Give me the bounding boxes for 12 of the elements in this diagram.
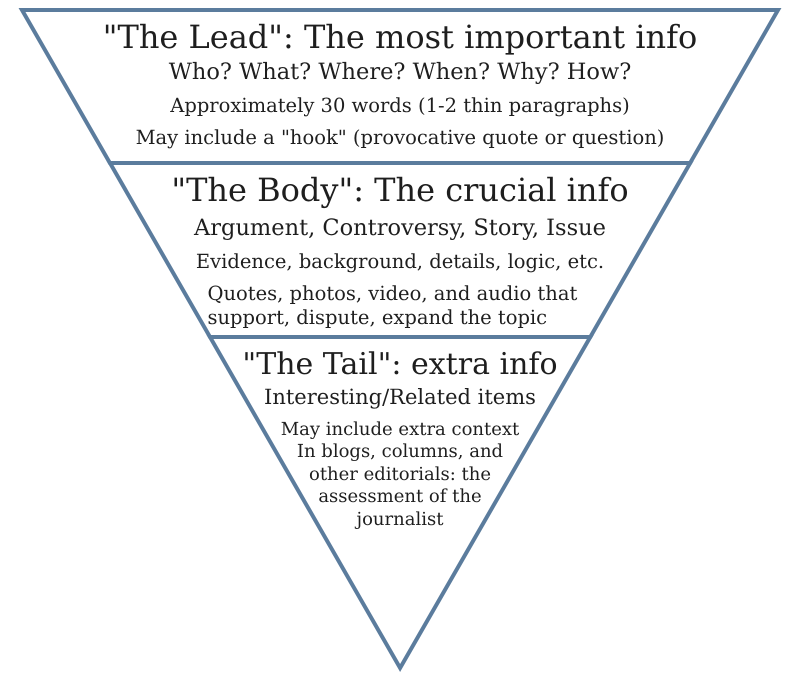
band-heading: "The Lead": The most important info [102,19,698,55]
band-note: Evidence, background, details, logic, etc. [196,251,604,273]
band-subheading: Who? What? Where? When? Why? How? [168,59,632,85]
band-note: May include extra context [280,419,520,441]
band-heading: "The Body": The crucial info [171,172,629,208]
band-heading: "The Tail": extra info [242,348,558,382]
band-note: Quotes, photos, video, and audio that support, dispute, expand the topic [207,282,578,330]
band-note: May include a "hook" (provocative quote or question) [136,127,664,149]
band-subheading: Argument, Controversy, Story, Issue [194,215,606,241]
band-subheading: Interesting/Related items [264,385,536,409]
band-note: In blogs, columns, and other editorials: the assessment of the journalist [296,441,504,532]
band-note: Approximately 30 words (1-2 thin paragraphs) [170,95,630,117]
